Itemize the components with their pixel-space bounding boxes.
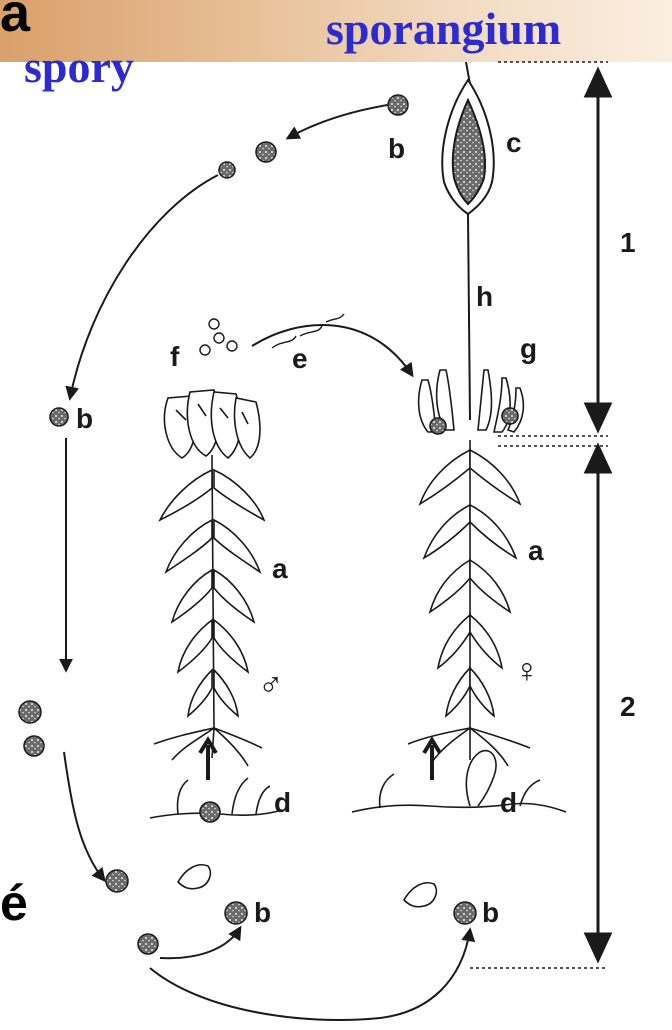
- label-e: e: [292, 343, 308, 374]
- antheridia: [164, 390, 259, 458]
- germinating-spore-female: [404, 883, 436, 907]
- female-gametophyte: [408, 440, 530, 766]
- spore-3: [219, 162, 235, 178]
- spore-7: [106, 870, 128, 892]
- spore-germinate-arrow: [64, 752, 104, 880]
- label-h: h: [476, 281, 493, 312]
- phase-scale-guides: [470, 62, 608, 968]
- to-male-protonema-arrow: [160, 928, 240, 958]
- label-d-male: d: [274, 787, 291, 818]
- label-g: g: [520, 333, 537, 364]
- protonema-female: [352, 740, 566, 907]
- spore-4: [50, 408, 68, 426]
- spore-9: [225, 902, 247, 924]
- spore-fall-arrow: [70, 175, 218, 398]
- male-gametophyte: [154, 455, 264, 766]
- spore-1: [388, 95, 408, 115]
- phase-label-2: 2: [620, 691, 636, 722]
- germinating-spore-male: [178, 865, 210, 889]
- seta: [468, 214, 470, 420]
- spore-5: [19, 701, 41, 723]
- label-f: f: [170, 341, 180, 372]
- spore-8: [138, 934, 158, 954]
- label-b-left: b: [76, 403, 93, 434]
- label-a-male: a: [272, 553, 288, 584]
- label-b-bottom-right: b: [482, 897, 499, 928]
- spore-6: [24, 736, 44, 756]
- label-d-female: d: [500, 787, 517, 818]
- spore-2: [256, 142, 276, 162]
- label-a-female: a: [528, 535, 544, 566]
- male-symbol: ♂: [258, 666, 284, 704]
- label-c: c: [506, 127, 522, 158]
- to-female-protonema-arrow: [150, 930, 470, 1020]
- female-symbol: ♀: [514, 652, 540, 690]
- label-b-bottom-left: b: [254, 897, 271, 928]
- spores: [19, 95, 476, 954]
- fertilization-arrow: [252, 325, 412, 375]
- label-b-top: b: [388, 133, 405, 164]
- phase-label-1: 1: [620, 227, 636, 258]
- sporophyte: [442, 62, 493, 420]
- spore-10: [454, 902, 476, 924]
- protonema-male: [150, 740, 282, 889]
- phase-scale: [586, 70, 610, 960]
- archegonia: [419, 370, 524, 434]
